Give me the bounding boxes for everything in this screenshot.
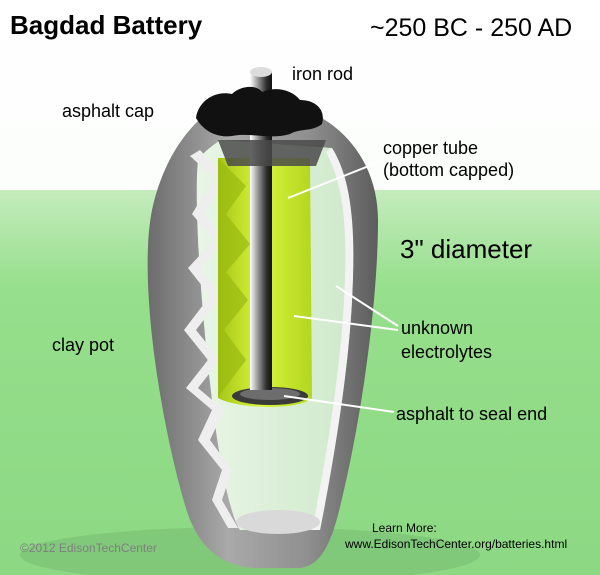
- pot-floor: [236, 510, 320, 534]
- label-asphalt-cap: asphalt cap: [62, 101, 155, 121]
- label-iron-rod: iron rod: [292, 64, 354, 84]
- copper-tube-cutaway: [218, 158, 250, 398]
- asphalt-cap-inner: [218, 140, 326, 166]
- pot-inner-rim: [312, 148, 354, 530]
- copper-tube-leader: [287, 159, 385, 199]
- label-copper-tube-note: (bottom capped): [383, 160, 515, 180]
- learn-more-url: www.EdisonTechCenter.org/batteries.html: [345, 537, 568, 551]
- electrolytes-leader-1: [335, 285, 399, 327]
- label-clay-pot: clay pot: [52, 335, 115, 355]
- copyright-notice: ©2012 EdisonTechCenter: [20, 541, 157, 555]
- electrolytes-leader-2: [293, 315, 399, 331]
- diagram-title: Bagdad Battery: [10, 10, 203, 40]
- asphalt-cap: [196, 86, 323, 137]
- asphalt-seal-leader: [283, 395, 395, 413]
- label-copper-tube: copper tube: [383, 138, 479, 158]
- label-asphalt-seal: asphalt to seal end: [396, 404, 548, 424]
- iron-rod-top: [250, 67, 272, 77]
- date-range: ~250 BC - 250 AD: [370, 14, 573, 42]
- pot-broken-edge: [184, 150, 238, 528]
- label-electrolytes-line1: unknown: [401, 318, 474, 338]
- label-electrolytes-line2: electrolytes: [401, 342, 493, 362]
- learn-more-label: Learn More:: [372, 521, 437, 535]
- label-diameter: 3" diameter: [400, 234, 533, 264]
